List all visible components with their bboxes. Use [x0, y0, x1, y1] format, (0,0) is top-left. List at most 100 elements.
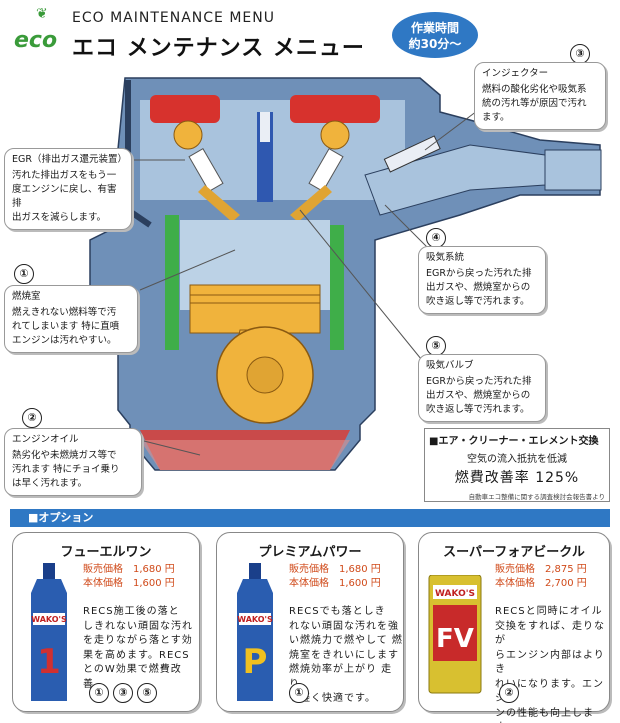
air-cleaner-box: ■エア・クリーナー・エレメント交換 空気の流入抵抗を低減 燃費改善率 125% … — [424, 428, 610, 502]
egr-text-1: 汚れた排出ガスをもう一 — [12, 170, 117, 181]
combustion-title: 燃焼室 — [12, 291, 41, 302]
product-card-fuel-one[interactable]: フューエルワン 販売価格 1,680 円 本体価格 1,600 円 WAKO'S 1… — [12, 532, 200, 712]
product-refs: ① — [285, 681, 309, 703]
price-value: 1,680 円 — [133, 564, 175, 575]
page-title-en: ECO MAINTENANCE MENU — [72, 10, 275, 26]
combustion-text-1: 燃えきれない燃料等で汚 — [12, 307, 117, 318]
air-cleaner-sub: 空気の流入抵抗を低減 — [467, 454, 567, 465]
product-description: RECSと同時にオイル 交換をすれば、走りなが らエンジン内部はよりき れいにな… — [495, 605, 609, 723]
base-price-label: 本体価格 — [289, 578, 329, 589]
desc-line: 交換をすれば、走りなが — [495, 620, 605, 647]
intake-system-number: ④ — [426, 228, 446, 248]
intake-system-title: 吸気系統 — [426, 252, 465, 263]
svg-text:1: 1 — [37, 642, 61, 682]
product-card-premium-power[interactable]: プレミアムパワー 販売価格 1,680 円 本体価格 1,600 円 WAKO'S … — [216, 532, 404, 712]
svg-text:FV: FV — [436, 624, 474, 654]
ref-number: ③ — [113, 683, 133, 703]
logo-text: eco — [14, 28, 58, 53]
injector-text-1: 燃料の酸化劣化や吸気系 — [482, 84, 587, 95]
egr-text-2: 度エンジンに戻し、有害排 — [12, 184, 117, 209]
desc-line: も軽く快適です。 — [289, 693, 376, 704]
price-label: 販売価格 — [289, 564, 329, 575]
work-time-badge: 作業時間 約30分〜 — [392, 12, 478, 58]
injector-callout: インジェクター 燃料の酸化劣化や吸気系 統の汚れ等が原因で汚れ ます。 — [474, 62, 606, 130]
fuel-one-can-icon: WAKO'S 1 — [31, 563, 67, 701]
intake-valve-text-1: EGRから戻った汚れた排 — [426, 376, 532, 387]
base-price-label: 本体価格 — [495, 578, 535, 589]
intake-valve-number: ⑤ — [426, 336, 446, 356]
price-value: 1,680 円 — [339, 564, 381, 575]
ref-number: ② — [499, 683, 519, 703]
engine-oil-number: ② — [22, 408, 42, 428]
ref-number: ① — [89, 683, 109, 703]
injector-title: インジェクター — [482, 68, 549, 79]
fuel-improvement-value: 燃費改善率 125% — [454, 470, 580, 486]
desc-line: しきれない頑固な汚れ — [83, 620, 193, 632]
work-time-label: 作業時間 — [410, 21, 459, 35]
desc-line: い燃焼力で燃やして 燃 — [289, 635, 403, 646]
desc-line: 果を高めます。RECS — [83, 649, 190, 661]
premium-power-can-icon: WAKO'S P — [237, 563, 273, 701]
intake-system-callout: 吸気系統 EGRから戻った汚れた排 出ガスや、燃焼室からの 吹き返し等で汚れます… — [418, 246, 546, 314]
base-price-label: 本体価格 — [83, 578, 123, 589]
product-name: フューエルワン — [60, 545, 152, 560]
engine-oil-title: エンジンオイル — [12, 434, 79, 445]
product-prices: 販売価格 1,680 円 本体価格 1,600 円 — [289, 563, 381, 591]
intake-valve-text-2: 出ガスや、燃焼室からの — [426, 390, 531, 401]
engine-oil-callout: エンジンオイル 熱劣化や未燃焼ガス等で 汚れます 特にチョイ乗り は早く汚れます… — [4, 428, 142, 496]
intake-system-text-3: 吹き返し等で汚れます。 — [426, 296, 530, 307]
injector-text-2: 統の汚れ等が原因で汚れ — [482, 98, 587, 109]
base-price-value: 1,600 円 — [133, 578, 175, 589]
product-description: RECS施工後の落と しきれない頑固な汚れ を走りながら落とす効 果を高めます。… — [83, 605, 199, 692]
svg-text:P: P — [243, 642, 268, 682]
can-brand-text: WAKO'S — [237, 615, 273, 624]
desc-line: RECSでも落としき — [289, 606, 386, 617]
egr-text-3: 出ガスを減らします。 — [12, 212, 107, 223]
product-refs: ② — [495, 681, 519, 703]
desc-line: を走りながら落とす効 — [83, 635, 193, 646]
intake-system-text-2: 出ガスや、燃焼室からの — [426, 282, 531, 293]
base-price-value: 1,600 円 — [339, 578, 381, 589]
egr-callout: EGR（排出ガス還元装置） 汚れた排出ガスをもう一 度エンジンに戻し、有害排 出… — [4, 148, 132, 230]
eco-logo: ❦ eco — [8, 6, 68, 56]
product-name: プレミアムパワー — [258, 545, 362, 560]
desc-line: RECSと同時にオイル — [495, 606, 603, 617]
desc-line: ンの性能も向上します。 — [495, 707, 594, 723]
product-name: スーパーフォアビークル — [443, 545, 585, 560]
combustion-callout: 燃焼室 燃えきれない燃料等で汚 れてしまいます 特に直噴 エンジンは汚れやすい。 — [4, 285, 138, 353]
leaf-icon: ❦ — [36, 6, 48, 22]
can-brand-text: WAKO'S — [31, 615, 67, 624]
ref-number: ⑤ — [137, 683, 157, 703]
combustion-text-3: エンジンは汚れやすい。 — [12, 335, 117, 346]
super-fv-can-icon: WAKO'S FV — [428, 575, 482, 694]
source-note: 自動車エコ整備に関する調査検討会報告書より — [468, 493, 605, 501]
ref-number: ① — [289, 683, 309, 703]
page-title-jp: エコ メンテナンス メニュー — [72, 36, 365, 61]
price-label: 販売価格 — [83, 564, 123, 575]
intake-system-text-1: EGRから戻った汚れた排 — [426, 268, 532, 279]
work-time-value: 約30分〜 — [408, 37, 462, 51]
product-prices: 販売価格 1,680 円 本体価格 1,600 円 — [83, 563, 175, 591]
desc-line: 焼室をきれいにします — [289, 649, 399, 661]
engine-oil-text-2: 汚れます 特にチョイ乗り — [12, 464, 120, 475]
desc-line: RECS施工後の落と — [83, 606, 180, 617]
injector-number: ③ — [570, 44, 590, 64]
options-bar: ■オプション — [10, 509, 610, 527]
desc-line: らエンジン内部はよりき — [495, 649, 605, 676]
can-brand-text: WAKO'S — [435, 589, 475, 599]
engine-oil-text-1: 熱劣化や未燃焼ガス等で — [12, 450, 117, 461]
engine-oil-text-3: は早く汚れます。 — [12, 478, 88, 489]
combustion-text-2: れてしまいます 特に直噴 — [12, 321, 120, 332]
intake-valve-callout: 吸気バルブ EGRから戻った汚れた排 出ガスや、燃焼室からの 吹き返し等で汚れま… — [418, 354, 546, 422]
price-value: 2,875 円 — [545, 564, 587, 575]
intake-valve-title: 吸気バルブ — [426, 360, 474, 371]
intake-valve-text-3: 吹き返し等で汚れます。 — [426, 404, 530, 415]
desc-line: れない頑固な汚れを強 — [289, 620, 399, 632]
injector-text-3: ます。 — [482, 112, 510, 123]
air-cleaner-heading: ■エア・クリーナー・エレメント交換 — [429, 436, 599, 447]
combustion-number: ① — [14, 264, 34, 284]
